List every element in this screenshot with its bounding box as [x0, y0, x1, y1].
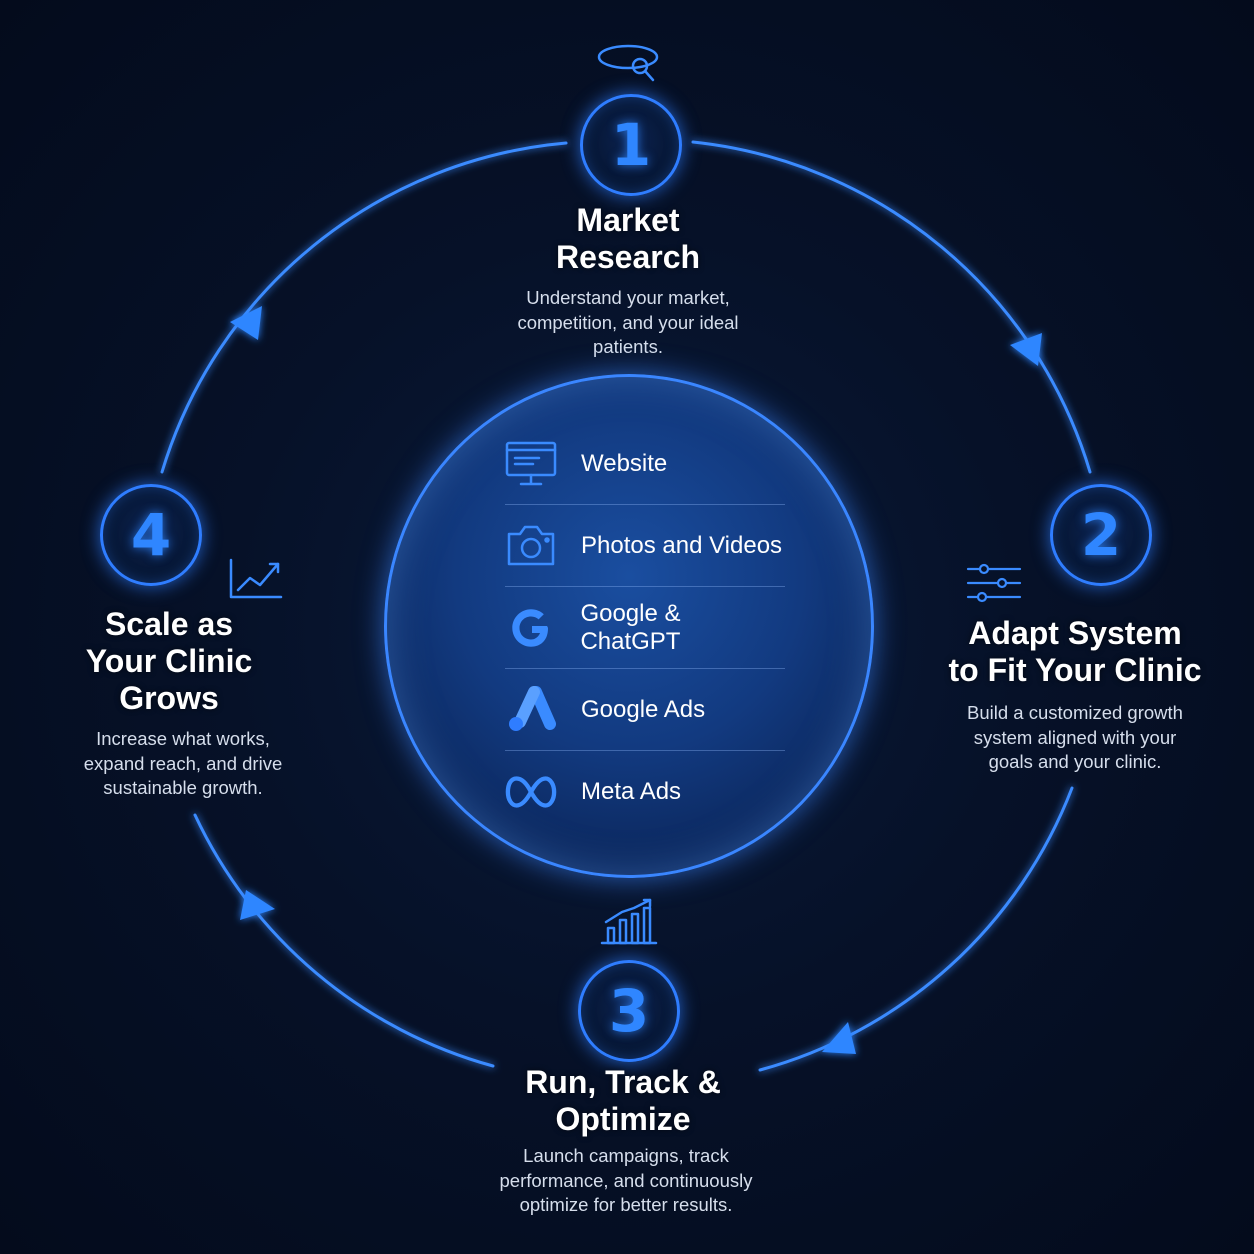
step-2-description: Build a customized growth system aligned… [967, 702, 1183, 772]
arrow-1-to-2 [1010, 333, 1042, 366]
hub-divider [505, 586, 785, 587]
trend-up-icon [229, 558, 283, 599]
hub-divider [505, 750, 785, 751]
hub-item-photos-videos: Photos and Videos [505, 505, 785, 587]
hub-divider [505, 504, 785, 505]
hub-divider [505, 668, 785, 669]
monitor-icon [505, 438, 557, 490]
hub-item-label: Photos and Videos [581, 532, 783, 559]
step-1-title: Market Research [555, 202, 701, 275]
bar-chart-icon [600, 898, 658, 945]
step-1-number: 1 [610, 111, 652, 179]
arc-3-to-4 [193, 813, 495, 1068]
camera-icon [505, 520, 557, 572]
arrow-3-to-4 [240, 890, 275, 920]
hub-item-label: Google Ads [581, 696, 706, 723]
services-hub [384, 374, 874, 878]
step-2-number: 2 [1080, 501, 1122, 569]
arc-2-to-3 [758, 786, 1074, 1072]
step-4-title: Scale as Your Clinic Grows [85, 606, 253, 716]
arrow-2-to-3 [822, 1022, 856, 1054]
step-4-description: Increase what works, expand reach, and d… [83, 728, 283, 798]
meta-icon [505, 766, 557, 818]
hub-item-meta-ads: Meta Ads [505, 751, 785, 833]
hub-item-label: Website [581, 450, 668, 477]
hub-item-google-chatgpt: Google & ChatGPT [505, 587, 785, 669]
arc-1-to-2 [691, 140, 1092, 474]
step-3-badge: 3 [578, 960, 680, 1062]
step-1-badge: 1 [580, 94, 682, 196]
step-3-description: Launch campaigns, track performance, and… [499, 1145, 753, 1215]
search-icon [597, 44, 659, 82]
arrow-4-to-1 [230, 306, 262, 340]
step-3-number: 3 [608, 977, 650, 1045]
step-2-badge: 2 [1050, 484, 1152, 586]
step-2-title: Adapt System to Fit Your Clinic [948, 615, 1202, 688]
hub-item-label: Meta Ads [581, 778, 682, 805]
google-icon [505, 602, 556, 654]
hub-item-google-ads: Google Ads [505, 669, 785, 751]
hub-item-label: Google & ChatGPT [580, 600, 681, 655]
sliders-icon [966, 563, 1022, 603]
arc-4-to-1 [160, 141, 568, 474]
step-4-number: 4 [130, 501, 172, 569]
step-1-description: Understand your market, competition, and… [517, 287, 739, 357]
google-ads-icon [505, 684, 557, 736]
hub-item-website: Website [505, 423, 785, 505]
step-4-badge: 4 [100, 484, 202, 586]
step-3-title: Run, Track & Optimize [525, 1064, 721, 1137]
